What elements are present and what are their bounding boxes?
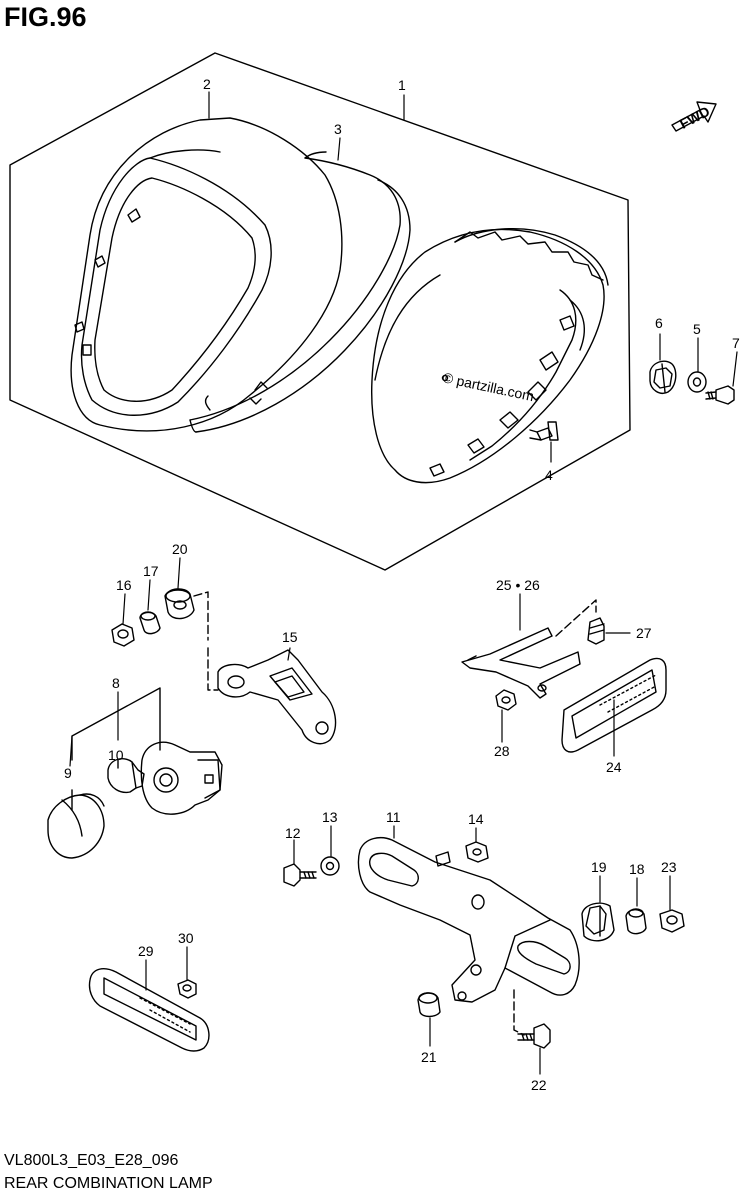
gasket-part [189,151,411,433]
leader-lines [69,91,738,1075]
callout-15: 15 [282,629,298,645]
reflector-29-part [88,968,210,1052]
screw-4-part [529,421,559,441]
leader-20 [193,591,209,641]
callout-6: 6 [655,315,663,331]
washer-13-part [320,856,340,876]
lens-9-part [47,793,105,859]
bracket-11-part [357,837,580,1003]
grommet-6-part [649,360,677,394]
callout-2: 2 [203,76,211,92]
callout-5: 5 [693,321,701,337]
callout-4: 4 [545,467,553,483]
callout-21: 21 [421,1049,437,1065]
nut-23-part [659,909,685,933]
bolt-27-part [587,617,605,645]
nut-30-part [177,979,197,999]
callout-1: 1 [398,77,406,93]
fig-title: FIG.96 [4,2,87,32]
callout-14: 14 [468,811,484,827]
callout-16: 16 [116,577,132,593]
callout-20: 20 [172,541,188,557]
fwd-arrow-icon [671,101,717,132]
callout-18: 18 [629,861,645,877]
callout-8: 8 [112,675,120,691]
socket-8-part [140,741,223,815]
figure-name: REAR COMBINATION LAMP [4,1175,213,1192]
cushion-21-part [417,992,441,1018]
fwd-label: FWD [677,103,713,132]
assembly-box [9,52,631,571]
callout-labels: 1 2 3 4 5 6 7 8 9 10 11 12 13 14 15 16 1… [64,76,740,1093]
spacer-18-part [625,908,647,935]
callout-30: 30 [178,930,194,946]
callout-7: 7 [732,335,740,351]
screw-12-part [283,863,317,887]
bracket-15-part [217,649,337,745]
callout-23: 23 [661,859,677,875]
callout-25-26: 25 • 26 [496,577,540,593]
reflector-24-part [561,657,667,753]
callout-27: 27 [636,625,652,641]
callout-24: 24 [606,759,622,775]
leader-15 [207,647,219,691]
cushion-20-part [164,588,195,620]
screw-22-part [517,1023,551,1049]
callout-17: 17 [143,563,159,579]
callout-22: 22 [531,1077,547,1093]
group-line-8 [71,687,161,761]
spacer-17-part [139,611,161,635]
callout-12: 12 [285,825,301,841]
nut-28-part [495,689,517,711]
cushion-19-part [581,902,615,942]
watermark-text: © partzilla.com [441,369,535,404]
washer-5-part [687,371,707,393]
callout-10: 10 [108,747,124,763]
leader-22 [513,989,525,1036]
callout-13: 13 [322,809,338,825]
bulb-10-part [107,758,145,794]
housing-part [370,228,609,484]
figure-code: VL800L3_E03_E28_096 [4,1152,179,1169]
callout-19: 19 [591,859,607,875]
nut-16-part [111,623,135,647]
nut-14-part [465,841,489,863]
callout-29: 29 [138,943,154,959]
screw-7-part [705,385,735,405]
leader-27 [555,599,597,637]
callout-9: 9 [64,765,72,781]
lens-cover-part [70,117,343,432]
callout-28: 28 [494,743,510,759]
callout-3: 3 [334,121,342,137]
bracket-25-part [461,627,581,699]
callout-11: 11 [386,809,401,825]
